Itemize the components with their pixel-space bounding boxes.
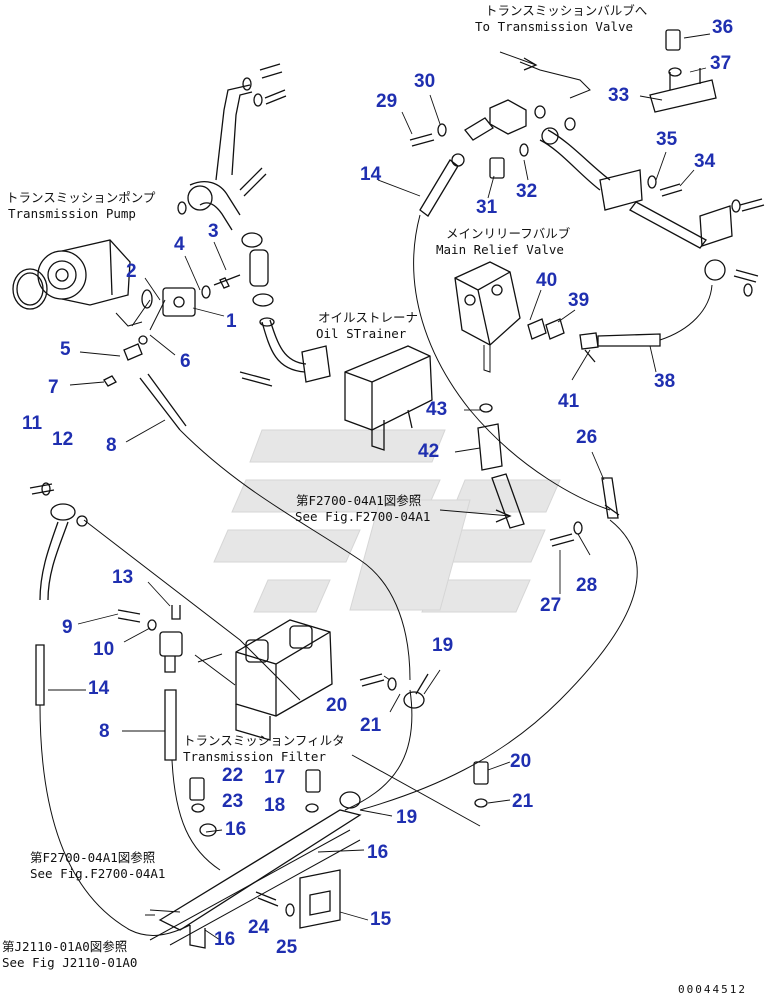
callout-3: 3: [208, 221, 219, 242]
callout-27: 27: [540, 595, 562, 616]
pump-label-en: Transmission Pump: [8, 206, 136, 221]
callout-28: 28: [576, 575, 598, 596]
callout-19-a: 19: [432, 635, 454, 656]
callout-16-a: 16: [225, 819, 247, 840]
callout-26: 26: [576, 427, 598, 448]
callout-41: 41: [558, 391, 580, 412]
callout-14-upper: 14: [360, 164, 382, 185]
callout-35: 35: [656, 129, 678, 150]
callout-43: 43: [426, 399, 448, 420]
callout-12: 12: [52, 429, 74, 450]
callout-6: 6: [180, 351, 191, 372]
callout-29: 29: [376, 91, 398, 112]
callout-5: 5: [60, 339, 71, 360]
callout-34: 34: [694, 151, 716, 172]
pump-label-jp: トランスミッションポンプ: [6, 190, 156, 205]
relief-valve-label-jp: メインリリーフバルブ: [446, 226, 571, 241]
see-fig-1-jp: 第F2700-04A1図参照: [296, 493, 422, 508]
callout-20-a: 20: [326, 695, 348, 716]
callout-21-a: 21: [360, 715, 382, 736]
callout-37: 37: [710, 53, 732, 74]
callout-15: 15: [370, 909, 392, 930]
callout-32: 32: [516, 181, 538, 202]
callout-24: 24: [248, 917, 270, 938]
callout-22: 22: [222, 765, 244, 786]
drawing-code: 00044512: [678, 983, 747, 996]
transmission-pump: [12, 239, 131, 310]
callout-39: 39: [568, 290, 590, 311]
callout-21-b: 21: [512, 791, 534, 812]
callout-7: 7: [48, 377, 59, 398]
callout-10: 10: [93, 639, 115, 660]
callout-4: 4: [174, 234, 185, 255]
callout-33: 33: [608, 85, 630, 106]
see-fig-2-en: See Fig.F2700-04A1: [30, 866, 166, 881]
callout-40: 40: [536, 270, 558, 291]
flange-1: [162, 287, 196, 317]
callout-18: 18: [264, 795, 286, 816]
callout-8-lower: 8: [99, 721, 110, 742]
filter-label-jp: トランスミッションフィルタ: [183, 733, 345, 748]
callout-2: 2: [126, 261, 137, 282]
main-relief-valve: [454, 261, 521, 346]
callout-42: 42: [418, 441, 440, 462]
callout-30: 30: [414, 71, 436, 92]
leader-lines: [48, 33, 711, 941]
callout-20-b: 20: [510, 751, 532, 772]
oil-strainer: [344, 345, 433, 451]
see-fig-3-jp: 第J2110-01A0図参照: [2, 939, 128, 954]
callout-16-c: 16: [214, 929, 236, 950]
see-fig-2-jp: 第F2700-04A1図参照: [30, 850, 156, 865]
callout-36: 36: [712, 17, 734, 38]
to-valve-label-jp: トランスミッションバルブへ: [485, 3, 648, 18]
see-fig-1-en: See Fig.F2700-04A1: [295, 509, 431, 524]
callout-13: 13: [112, 567, 134, 588]
callout-17: 17: [264, 767, 286, 788]
callout-19-b: 19: [396, 807, 418, 828]
callout-23: 23: [222, 791, 244, 812]
callout-25: 25: [276, 937, 298, 958]
callout-38: 38: [654, 371, 676, 392]
callout-14-lower: 14: [88, 678, 110, 699]
relief-valve-label-en: Main Relief Valve: [436, 242, 564, 257]
callout-11: 11: [22, 413, 43, 434]
callout-31: 31: [476, 197, 498, 218]
strainer-label-jp: オイルストレーナ: [318, 310, 419, 325]
to-valve-label-en: To Transmission Valve: [475, 19, 634, 34]
callout-16-b: 16: [367, 842, 389, 863]
see-fig-3-en: See Fig J2110-01A0: [2, 955, 138, 970]
watermark-logo: [213, 429, 561, 613]
filter-label-en: Transmission Filter: [183, 749, 326, 764]
linework: [12, 29, 765, 949]
callout-8-upper: 8: [106, 435, 117, 456]
callout-1: 1: [226, 311, 237, 332]
transmission-filter: [235, 619, 333, 741]
callout-9: 9: [62, 617, 73, 638]
strainer-label-en: Oil STrainer: [316, 326, 407, 341]
